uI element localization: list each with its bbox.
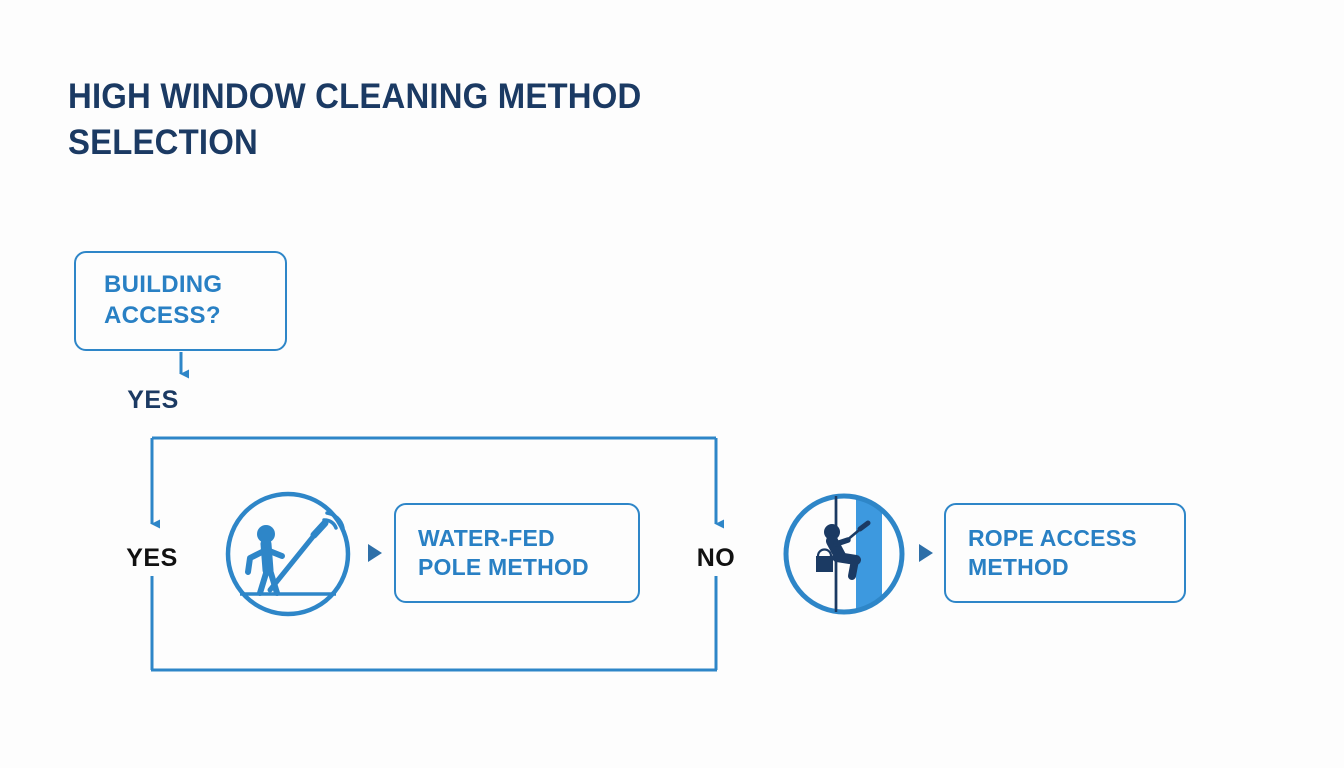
water-fed-pole-icon [225, 491, 351, 617]
node-water-fed-pole-method[interactable]: WATER-FED POLE METHOD [394, 503, 640, 603]
page-title: HIGH WINDOW CLEANING METHOD SELECTION [68, 77, 642, 163]
edge-label-yes-top: YES [127, 386, 179, 414]
node-rope-access-method[interactable]: ROPE ACCESS METHOD [944, 503, 1186, 603]
node-building-access[interactable]: BUILDING ACCESS? [74, 251, 287, 351]
arrow-right-icon-rope-access [919, 544, 933, 562]
edge-label-yes-branch: YES [120, 543, 184, 574]
edge-label-no-branch: NO [690, 543, 742, 574]
rope-access-icon [783, 493, 905, 615]
arrow-right-icon-water-fed-pole [368, 544, 382, 562]
